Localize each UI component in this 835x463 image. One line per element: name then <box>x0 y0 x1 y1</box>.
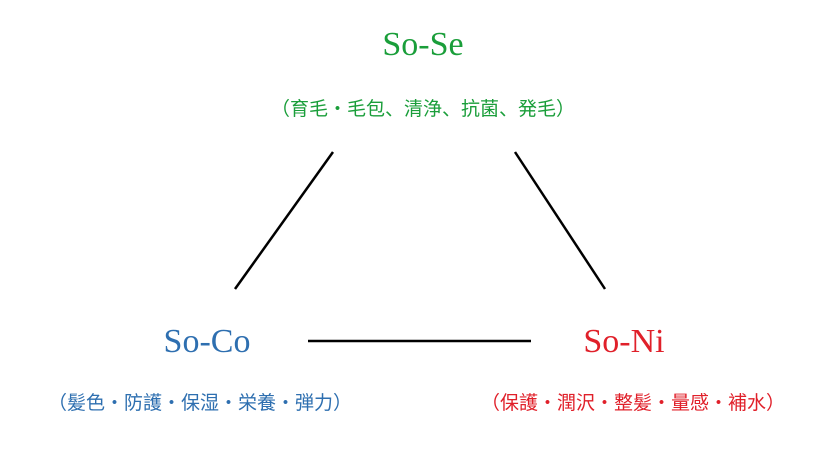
node-top-title: So-Se <box>382 26 464 63</box>
edge-top-left <box>233 151 335 290</box>
node-left-title: So-Co <box>163 323 251 360</box>
node-top-subtitle: （育毛・毛包、清浄、抗菌、発毛） <box>270 98 575 120</box>
node-right-subtitle: （保護・潤沢・整髪・量感・補水） <box>480 392 785 414</box>
node-left-subtitle: （髪色・防護・保湿・栄養・弾力） <box>47 392 352 414</box>
edge-top-right <box>513 151 607 290</box>
node-right-title: So-Ni <box>583 323 665 360</box>
